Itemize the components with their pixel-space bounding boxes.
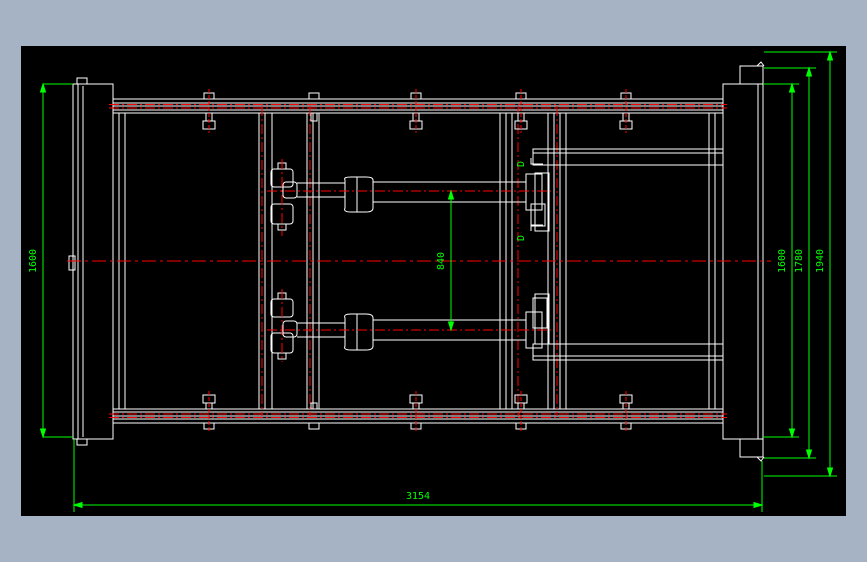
- top-rail-centerline: [109, 104, 727, 109]
- dim-left-height: [39, 82, 73, 439]
- dim-overall-length: [72, 439, 764, 512]
- bottom-rail-centerline: [109, 413, 727, 418]
- cad-drawing: D D 1600 840 1600 1780: [28, 50, 837, 512]
- section-label-top: D: [516, 161, 527, 167]
- dim-overall-length-label: 3154: [406, 491, 430, 502]
- lower-cylinder: [270, 292, 548, 360]
- dim-cylinder-spacing-label: 840: [436, 252, 447, 270]
- cad-drawing-canvas[interactable]: D D 1600 840 1600 1780: [21, 46, 846, 516]
- dim-left-height-label: 1600: [28, 249, 39, 273]
- top-rail: [113, 98, 723, 114]
- section-label-bottom: D: [516, 235, 527, 241]
- upper-cylinder: [270, 162, 546, 231]
- dim-cylinder-spacing: [447, 189, 455, 332]
- bottom-rail: [113, 408, 723, 424]
- vertical-centerlines: [261, 106, 558, 416]
- section-mark-bottom: D: [516, 224, 543, 241]
- section-mark-top: D: [516, 158, 543, 167]
- dim-right-inner-label: 1600: [777, 249, 788, 273]
- dim-right-middle: [764, 66, 816, 460]
- cylinder-centerlines: [267, 159, 551, 362]
- bolt-bottom-2: [308, 402, 320, 430]
- dim-right-middle-label: 1780: [794, 249, 805, 273]
- bolt-top-2: [308, 92, 320, 122]
- dim-right-outer: [764, 50, 837, 478]
- right-end-plate: [722, 61, 765, 462]
- cross-beams: [532, 148, 724, 361]
- dim-right-inner: [763, 82, 799, 439]
- dim-right-outer-label: 1940: [815, 249, 826, 273]
- bolt-centerlines: [208, 89, 627, 433]
